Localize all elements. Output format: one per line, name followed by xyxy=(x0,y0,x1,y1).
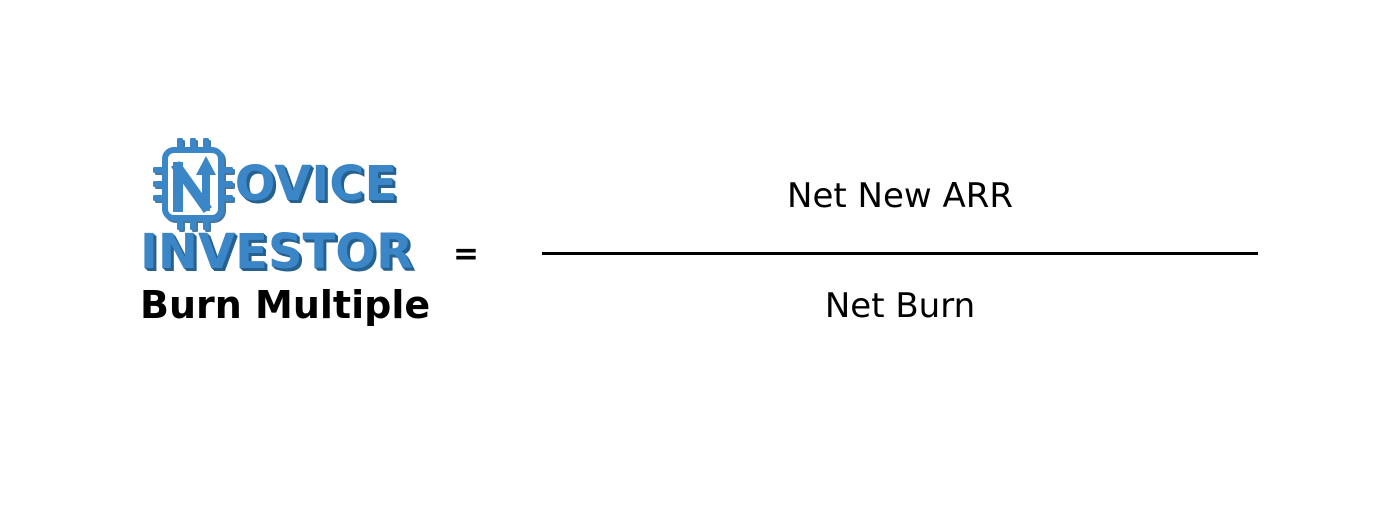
fraction-divider-line xyxy=(542,252,1258,255)
fraction-numerator: Net New ARR xyxy=(787,176,1013,216)
equals-sign: = xyxy=(453,236,479,272)
logo-line1: OVICE xyxy=(140,136,410,232)
microchip-n-up-arrow-icon xyxy=(152,138,233,230)
logo-text-investor: INVESTOR xyxy=(140,224,414,280)
logo-text-ovice: OVICE xyxy=(234,156,398,212)
logo-tagline-burn-multiple: Burn Multiple xyxy=(140,283,431,327)
novice-investor-logo: OVICE INVESTOR Burn Multiple xyxy=(140,136,431,327)
fraction-denominator: Net Burn xyxy=(824,286,976,326)
